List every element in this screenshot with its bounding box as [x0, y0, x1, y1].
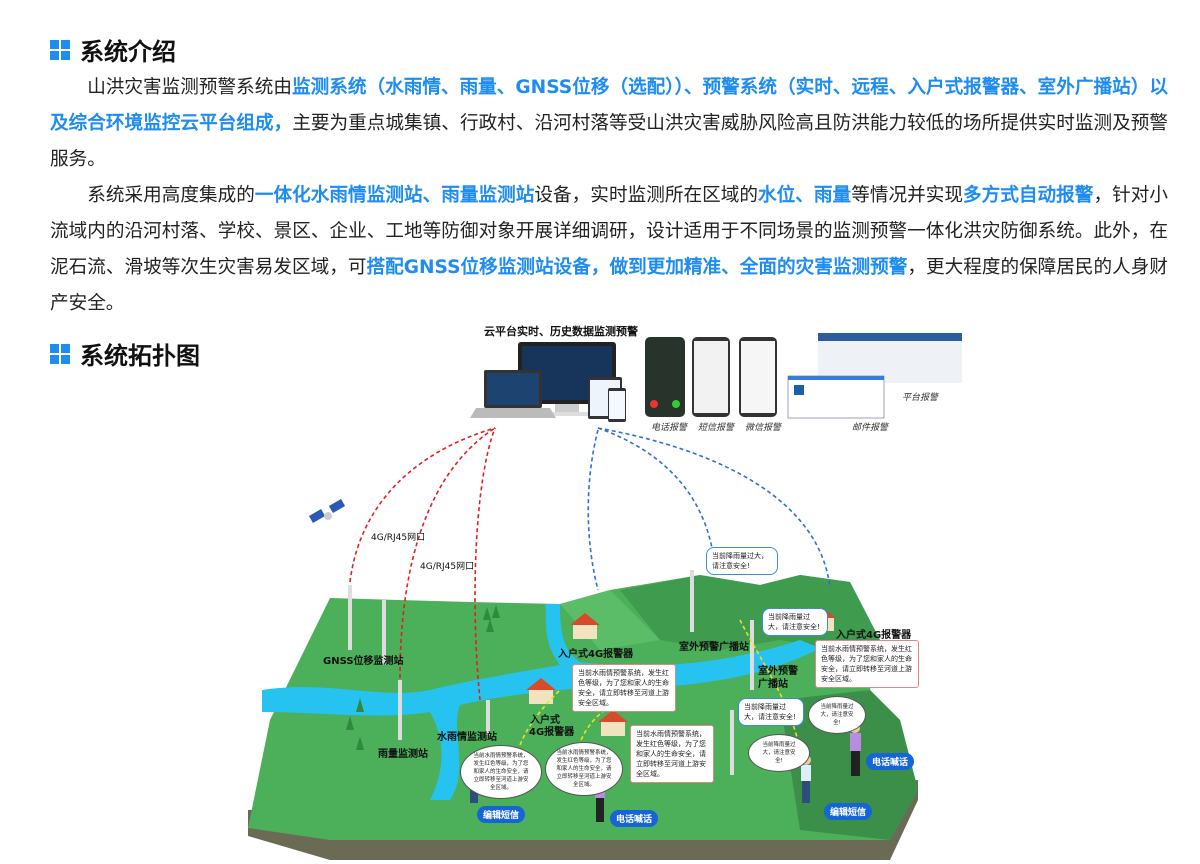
speech-bubble: 当前降雨量过大，请注意安全! — [748, 734, 810, 772]
body-text: 等情况并实现 — [851, 185, 963, 206]
gnss-station-label: GNSS位移监测站 — [323, 656, 404, 667]
speech-bubble: 当前水雨情预警系统，发生红色等级，为了您和家人的生命安全，请立即转移至河道上游安… — [545, 742, 623, 796]
link-label: 4G/RJ45网口 — [420, 562, 475, 572]
home-alarm-label: 4G报警器 — [529, 727, 575, 738]
downlink-line — [597, 427, 831, 589]
section-heading-topology: 系统拓扑图 — [50, 336, 200, 371]
sms-edit-tag: 编辑短信 — [824, 803, 873, 820]
uplink-line — [349, 427, 496, 583]
grid-squares-icon — [50, 343, 70, 364]
highlighted-text: 水位、雨量 — [758, 185, 852, 206]
speech-bubble: 当前水雨情预警系统，发生红色等级，为了您和家人的生命安全，请立即转移至河道上游安… — [460, 745, 542, 799]
body-text: 设备，实时监测所在区域的 — [534, 185, 759, 206]
outdoor-station-label: 室外预警 — [758, 666, 798, 677]
warning-message: 当前水雨情预警系统，发生红色等级，为了您和家人的生命安全，请立即转移至河道上游安… — [815, 640, 919, 688]
highlighted-text: 多方式自动报警 — [963, 185, 1094, 206]
intro-paragraph-1: 山洪灾害监测预警系统由监测系统（水雨情、雨量、GNSS位移（选配））、预警系统（… — [50, 70, 1168, 178]
outdoor-station-label: 室外预警广播站 — [679, 642, 749, 653]
sms-edit-tag: 编辑短信 — [477, 806, 526, 823]
phone-call-tag: 电话喊话 — [866, 753, 915, 770]
body-text: 系统采用高度集成的 — [87, 185, 255, 206]
warning-message: 当前水雨情预警系统，发生红色等级，为了您和家人的生命安全，请立即转移至河道上游安… — [572, 664, 676, 712]
intro-paragraph-2: 系统采用高度集成的一体化水雨情监测站、雨量监测站设备，实时监测所在区域的水位、雨… — [50, 178, 1168, 322]
email-alarm-label: 邮件报警 — [852, 423, 889, 433]
body-text: 主要为重点城集镇、行政村、沿河村落等受山洪灾害威胁风险高且防洪能力较低的场所提供… — [50, 113, 1168, 170]
devices-image — [470, 333, 962, 422]
section-title: 系统拓扑图 — [80, 342, 200, 370]
warning-bubble: 当前降雨量过大，请注意安全! — [762, 608, 828, 636]
water-rain-station-label: 水雨情监测站 — [437, 732, 497, 743]
body-text: ，针对小流域内的沿河村落、学校、景区、企业、工地等防御对象开展详细调研，设计适用… — [50, 185, 1168, 278]
uplink-line — [399, 427, 496, 679]
sms-alarm-label: 短信报警 — [698, 423, 735, 433]
speech-bubble: 当前降雨量过大，请注意安全! — [808, 696, 866, 734]
phone-call-tag: 电话喊话 — [610, 810, 659, 827]
link-label: 4G/RJ45网口 — [371, 533, 426, 543]
section-heading-intro: 系统介绍 — [50, 32, 176, 67]
uplink-line — [474, 427, 496, 701]
section-title: 系统介绍 — [80, 38, 176, 66]
phone-alarm-label: 电话报警 — [651, 423, 688, 433]
body-text: 山洪灾害监测预警系统由 — [87, 77, 292, 98]
platform-alarm-label: 平台报警 — [902, 393, 939, 403]
warning-message: 当前水雨情预警系统，发生红色等级，为了您和家人的生命安全，请立即转移至河道上游安… — [630, 725, 714, 783]
highlighted-text: 一体化水雨情监测站、雨量监测站 — [254, 185, 535, 206]
warning-bubble: 当前降雨量过大，请注意安全! — [738, 698, 804, 726]
outdoor-station-label: 广播站 — [758, 679, 788, 690]
home-alarm-label: 入户式4G报警器 — [836, 630, 912, 641]
highlighted-text: 搭配GNSS位移监测站设备，做到更加精准、全面的灾害监测预警 — [366, 257, 908, 278]
wechat-alarm-label: 微信报警 — [745, 423, 782, 433]
rain-station-label: 雨量监测站 — [378, 749, 428, 760]
satellite-icon — [308, 499, 346, 523]
warning-bubble: 当前降雨量过大，请注意安全! — [706, 547, 778, 575]
highlighted-text: 监测系统（水雨情、雨量、GNSS位移（选配））、预警系统（实时、远程、入户式报警… — [50, 77, 1168, 134]
downlink-line — [587, 429, 599, 591]
home-alarm-label: 入户式 — [530, 715, 560, 726]
river — [262, 604, 820, 800]
tree-icon — [346, 605, 500, 750]
downlink-line — [597, 427, 713, 549]
cloud-platform-title: 云平台实时、历史数据监测预警 — [484, 325, 638, 338]
body-text: ，更大程度的保障居民的人身财产安全。 — [50, 257, 1168, 314]
grid-squares-icon — [50, 39, 70, 60]
home-alarm-label: 入户式4G报警器 — [558, 649, 634, 660]
